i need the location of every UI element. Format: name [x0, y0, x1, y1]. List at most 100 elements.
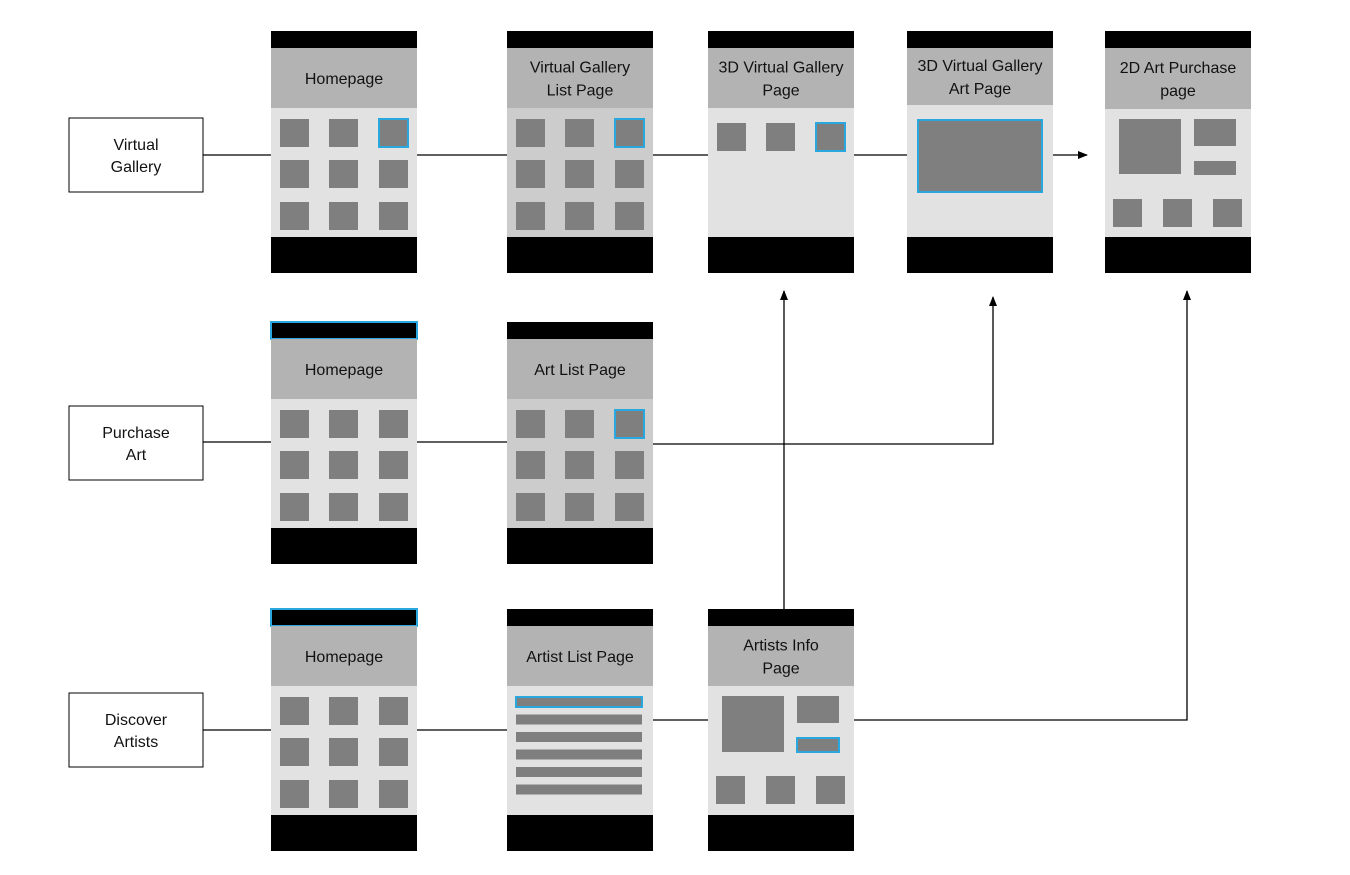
status-bar [507, 31, 653, 48]
thumbnail-tile [379, 451, 408, 479]
screen-vg-homepage: Homepage [271, 31, 417, 273]
flow-label-line: Virtual [113, 137, 158, 154]
artwork-image [1119, 119, 1181, 174]
screen-title-line: Homepage [305, 649, 383, 666]
thumbnail-tile [280, 410, 309, 438]
connectors [203, 151, 1191, 731]
thumbnail-tile [379, 410, 408, 438]
status-bar [907, 31, 1053, 48]
nav-bar [271, 528, 417, 564]
screen-title-line: List Page [547, 83, 614, 100]
screen-header [708, 626, 854, 686]
screen-title-line: Virtual Gallery [530, 60, 630, 77]
thumbnail-tile [280, 119, 309, 147]
screen-header [271, 339, 417, 399]
flow-label-line: Art [126, 447, 147, 464]
related-art-tile [1213, 199, 1242, 227]
artist-list-row [516, 767, 642, 777]
connector-da-artist-info-to-vg-2d-purchase [854, 290, 1191, 721]
thumbnail-tile [329, 493, 358, 521]
thumbnail-tile [516, 119, 545, 147]
screen-header [507, 626, 653, 686]
thumbnail-tile [280, 697, 309, 725]
thumbnail-tile [329, 451, 358, 479]
thumbnail-tile [329, 119, 358, 147]
nav-bar [1105, 237, 1251, 273]
nav-bar [507, 237, 653, 273]
screen-title-line: Artists Info [743, 638, 819, 655]
flow-box-frame [68, 692, 204, 768]
thumbnail-tile [379, 160, 408, 188]
screen-header [708, 48, 854, 108]
thumbnail-tile [379, 697, 408, 725]
status-bar [507, 322, 653, 339]
buy-button [1194, 161, 1236, 175]
screen-title-line: 2D Art Purchase [1120, 60, 1237, 77]
artwork-tile [816, 776, 845, 804]
thumbnail-tile [379, 493, 408, 521]
thumbnail-tile [329, 160, 358, 188]
artist-list-row [516, 749, 642, 760]
thumbnail-tile [378, 118, 409, 148]
thumbnail-tile [379, 738, 408, 766]
flow-box-frame [68, 405, 204, 481]
artist-list-row [516, 714, 642, 725]
status-bar [271, 31, 417, 48]
screen-title-line: page [1160, 83, 1196, 100]
thumbnail-tile [329, 697, 358, 725]
thumbnail-tile [615, 493, 644, 521]
thumbnail-tile [329, 202, 358, 230]
status-bar [1105, 31, 1251, 48]
thumbnail-tile [516, 160, 545, 188]
thumbnail-tile [565, 202, 594, 230]
thumbnail-tile [815, 122, 846, 152]
thumbnail-tile [565, 160, 594, 188]
screen-vg-2d-purchase: 2D Art Purchase page [1105, 31, 1251, 273]
status-bar [270, 608, 418, 627]
thumbnail-tile [615, 202, 644, 230]
artist-photo [722, 696, 784, 752]
related-art-tile [1113, 199, 1142, 227]
screen-header [1105, 48, 1251, 109]
artist-list-row [516, 784, 642, 795]
thumbnail-tile [565, 451, 594, 479]
screen-da-homepage: Homepage [270, 608, 418, 851]
status-bar [270, 321, 418, 340]
thumbnail-tile [565, 493, 594, 521]
artist-bio-block [797, 696, 839, 723]
thumbnail-tile [615, 160, 644, 188]
thumbnail-tile [516, 410, 545, 438]
flow-box-frame [68, 117, 204, 193]
screen-da-artist-list: Artist List Page [507, 609, 653, 851]
screen-header [271, 626, 417, 686]
screen-title-line: Artist List Page [526, 649, 634, 666]
screen-title-line: Art Page [949, 81, 1011, 98]
screen-title-line: Art List Page [534, 362, 626, 379]
status-bar [708, 31, 854, 48]
status-bar [507, 609, 653, 626]
screen-title-line: Page [762, 661, 799, 678]
thumbnail-tile [280, 202, 309, 230]
nav-bar [507, 815, 653, 851]
thumbnail-tile [280, 160, 309, 188]
follow-button [796, 737, 840, 753]
artwork-image [917, 119, 1043, 193]
thumbnail-tile [379, 202, 408, 230]
flow-label-line: Discover [105, 712, 168, 729]
thumbnail-tile [766, 123, 795, 151]
screen-title-line: 3D Virtual Gallery [718, 60, 843, 77]
nav-bar [907, 237, 1053, 273]
thumbnail-tile [280, 493, 309, 521]
nav-bar [708, 815, 854, 851]
screen-title-line: 3D Virtual Gallery [917, 58, 1042, 75]
screen-title-line: Homepage [305, 71, 383, 88]
thumbnail-tile [565, 410, 594, 438]
